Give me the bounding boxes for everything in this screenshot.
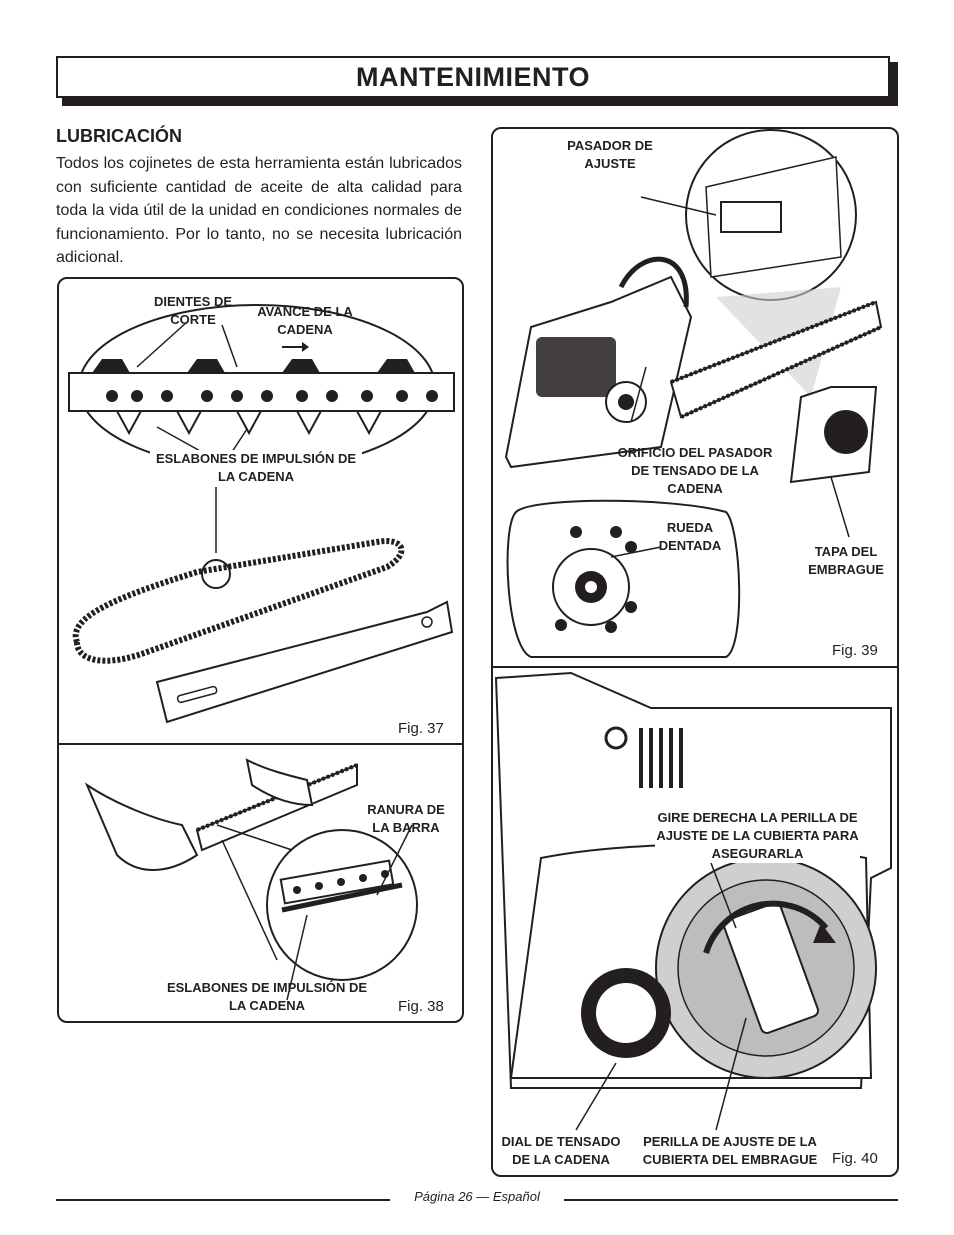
bar-groove-illustration (84, 758, 418, 1001)
fig-38-label: Fig. 38 (398, 998, 444, 1015)
fig-37-label: Fig. 37 (398, 720, 444, 737)
callout-chain-advance: AVANCE DE LA CADENA (257, 304, 353, 337)
callout-drive-links-38: ESLABONES DE IMPULSIÓN DE LA CADENA (166, 980, 368, 1013)
callout-tension-dial: DIAL DE TENSADO DE LA CADENA (501, 1134, 621, 1167)
panel-divider-right (493, 666, 897, 668)
footer-rule-left (56, 1199, 390, 1201)
callout-sprocket: RUEDA DENTADA (658, 520, 722, 553)
chainsaw-illustration (504, 129, 883, 658)
callout-adjust-pin: PASADOR DE AJUSTE (567, 138, 653, 171)
section-heading: LUBRICACIÓN (56, 126, 182, 146)
clutch-cover-illustration (494, 671, 892, 1131)
title-box: MANTENIMIENTO (56, 56, 890, 98)
page-footer: Página 26 — Español (414, 1189, 540, 1204)
fig-40-label: Fig. 40 (832, 1150, 878, 1167)
section-body: Todos los cojinetes de esta herramienta … (56, 155, 462, 266)
fig-39-label: Fig. 39 (832, 642, 878, 659)
page-title: MANTENIMIENTO (356, 61, 590, 92)
callout-cover-knob: PERILLA DE AJUSTE DE LA CUBIERTA DEL EMB… (642, 1134, 818, 1167)
callout-bar-groove: RANURA DE LA BARRA (367, 802, 445, 835)
callout-turn-knob: GIRE DERECHA LA PERILLA DE AJUSTE DE LA … (655, 809, 860, 863)
callout-drive-links-37: ESLABONES DE IMPULSIÓN DE LA CADENA (150, 450, 362, 486)
callout-cutting-teeth: DIENTES DE CORTE (153, 294, 232, 327)
chain-illustration (68, 304, 455, 724)
footer-rule-right (564, 1199, 898, 1201)
callout-tension-pin-hole: ORIFICIO DEL PASADOR DE TENSADO DE LA CA… (617, 445, 773, 496)
callout-clutch-cover: TAPA DEL EMBRAGUE (808, 544, 884, 577)
panel-divider (59, 743, 462, 745)
